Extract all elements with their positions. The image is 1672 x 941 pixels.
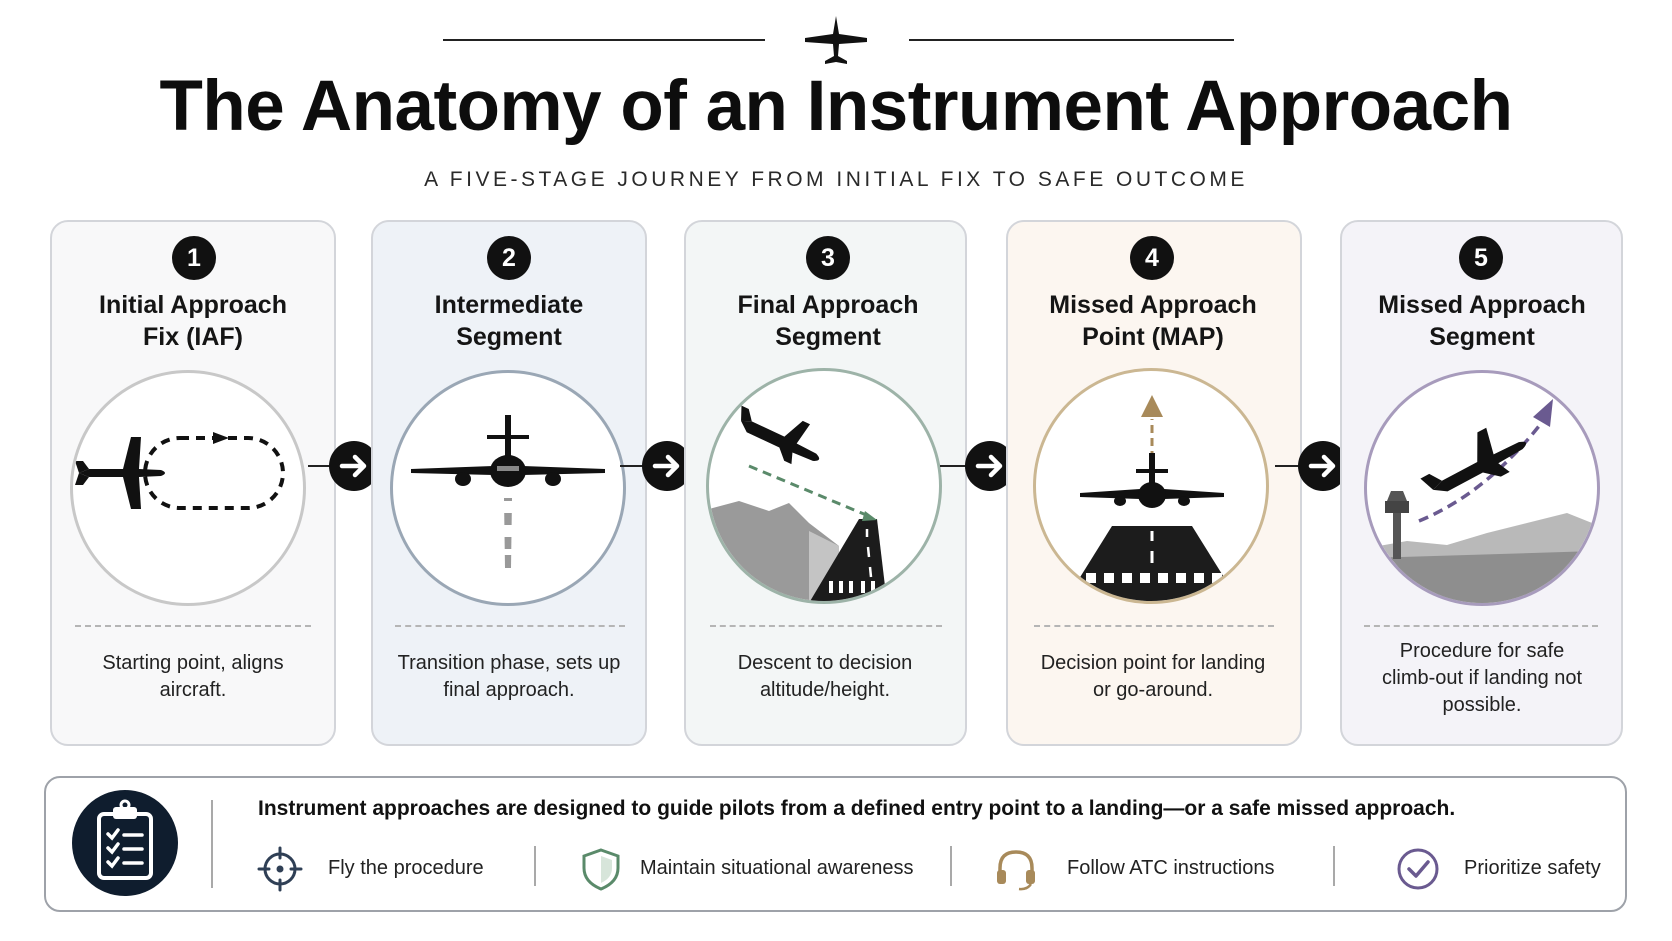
stage-divider-3 [710,625,942,627]
arrow-right-icon [1298,441,1348,491]
holding-pattern-icon [75,432,285,510]
summary-panel [44,776,1627,912]
stage-divider-4 [1034,625,1274,627]
stage-number-1: 1 [172,236,216,280]
stage-description-3: Descent to decision altitude/height. [737,652,913,701]
stage-title-2: Intermediate Segment [434,291,584,351]
tip-label-2: Maintain situational awareness [640,857,914,879]
tip-label-4: Prioritize safety [1464,857,1601,879]
tip-label-1: Fly the procedure [328,857,484,879]
checkmark-circle-icon [1397,848,1439,890]
arrow-right-icon [965,441,1015,491]
runway-decision-icon [1065,395,1239,601]
stage-number-2: 2 [487,236,531,280]
stage-title-5: Missed Approach Segment [1378,291,1586,351]
airplane-top-icon [805,16,867,64]
stage-divider-2 [395,625,625,627]
stage-number-4: 4 [1130,236,1174,280]
summary-text: Instrument approaches are designed to gu… [258,797,1456,820]
aircraft-front-icon [411,415,605,568]
stage-title-3: Final Approach Segment [737,291,919,351]
tip-divider-3 [1333,846,1335,886]
descent-to-runway-icon [709,405,887,601]
stage-divider-1 [75,625,311,627]
shield-icon [582,848,620,891]
stage-title-4: Missed Approach Point (MAP) [1049,291,1257,351]
clipboard-checklist-icon [97,799,153,880]
page-subtitle: A FIVE-STAGE JOURNEY FROM INITIAL FIX TO… [424,168,1248,191]
tip-divider-1 [534,846,536,886]
tip-label-3: Follow ATC instructions [1067,857,1275,879]
climb-out-icon [1367,399,1597,603]
crosshair-icon [257,846,303,892]
headset-icon [997,850,1035,891]
stage-illustration-2 [390,370,626,606]
arrow-right-icon [329,441,379,491]
checklist-badge [72,790,178,896]
stage-illustration-5 [1364,370,1600,606]
header-rule-left [443,39,765,41]
page-title: The Anatomy of an Instrument Approach [159,67,1513,146]
tip-divider-2 [950,846,952,886]
stage-description-5: Procedure for safe climb-out if landing … [1381,640,1583,716]
stage-description-4: Decision point for landing or go-around. [1040,652,1266,701]
stage-title-1: Initial Approach Fix (IAF) [99,291,287,351]
stage-illustration-1 [70,370,306,606]
stage-description-2: Transition phase, sets up final approach… [397,652,621,701]
stage-illustration-3 [706,368,942,604]
stage-number-3: 3 [806,236,850,280]
stage-divider-5 [1364,625,1598,627]
header-rule-right [909,39,1234,41]
stage-description-1: Starting point, aligns aircraft. [102,652,284,701]
stage-number-5: 5 [1459,236,1503,280]
arrow-right-icon [642,441,692,491]
stage-illustration-4 [1033,368,1269,604]
summary-divider [211,800,213,888]
